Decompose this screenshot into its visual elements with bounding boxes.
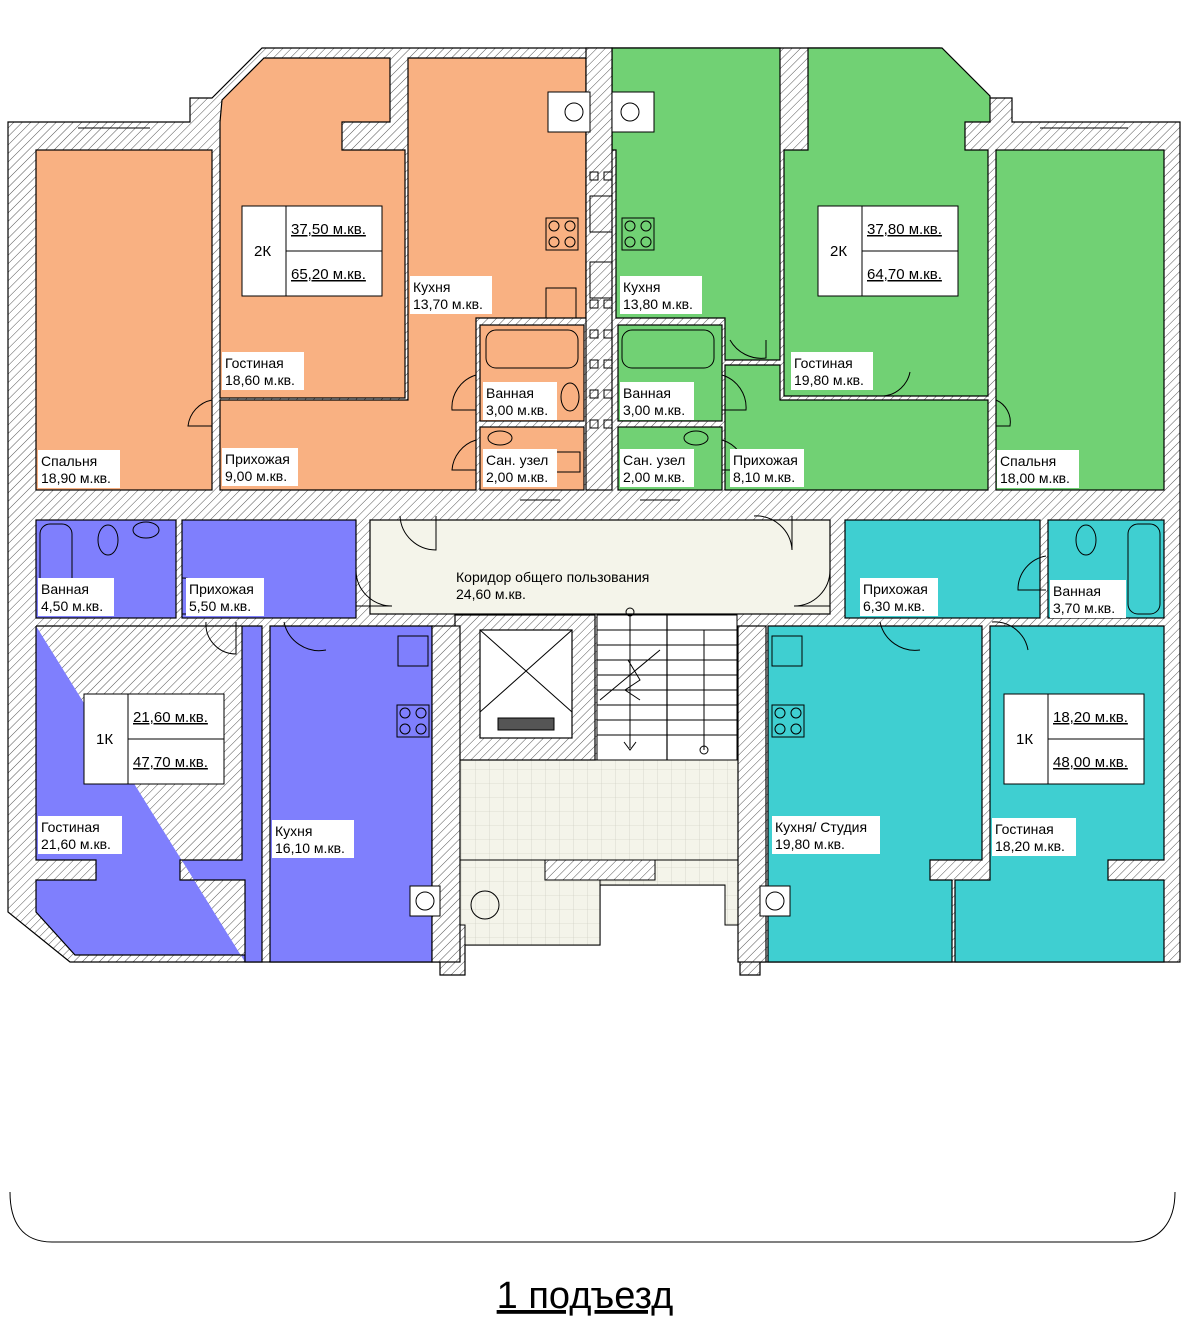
room-name: Ванная [41, 581, 89, 597]
room-name: Сан. узел [623, 452, 685, 468]
apt-total-area: 65,20 м.кв. [291, 266, 366, 283]
room-name: Ванная [623, 385, 671, 401]
room-name: Гостиная [41, 819, 100, 835]
room-label: Кухня 13,80 м.кв. [620, 276, 702, 314]
room-area: 2,00 м.кв. [623, 469, 685, 485]
room-living-blue[interactable] [35, 625, 263, 963]
room-label: Кухня 16,10 м.кв. [272, 820, 354, 858]
apt-box-green: 2К 37,80 м.кв. 64,70 м.кв. [817, 205, 959, 297]
room-name: Прихожая [189, 581, 254, 597]
room-area: 21,60 м.кв. [41, 836, 111, 852]
room-kitchen-cyan[interactable] [767, 625, 983, 963]
room-label: Гостиная 19,80 м.кв. [791, 352, 873, 390]
apt-box-cyan: 1К 18,20 м.кв. 48,00 м.кв. [1003, 693, 1145, 785]
room-area: 8,10 м.кв. [733, 469, 795, 485]
stair-steps [597, 629, 737, 736]
elevator-hall[interactable] [459, 759, 739, 861]
room-name: Сан. узел [486, 452, 548, 468]
apt-type: 2К [830, 243, 847, 260]
room-label: Спальня 18,00 м.кв. [997, 450, 1079, 488]
room-area: 18,60 м.кв. [225, 372, 295, 388]
room-labels: Спальня 18,90 м.кв. Гостиная 18,60 м.кв.… [38, 276, 1126, 858]
room-label: Прихожая 9,00 м.кв. [222, 448, 298, 486]
room-area: 13,70 м.кв. [413, 296, 483, 312]
room-label: Ванная 3,70 м.кв. [1050, 580, 1126, 618]
room-name: Кухня/ Студия [775, 819, 867, 835]
elevator-shaft [454, 614, 596, 761]
apt-living-area: 37,50 м.кв. [291, 221, 366, 238]
room-name: Кухня [413, 279, 450, 295]
entrance-label: 1 подъезд [497, 1275, 674, 1317]
room-label: Прихожая 6,30 м.кв. [860, 578, 938, 616]
apt-total-area: 48,00 м.кв. [1053, 754, 1128, 771]
apt-type: 1К [96, 731, 113, 748]
room-area: 3,00 м.кв. [486, 402, 548, 418]
room-name: Ванная [486, 385, 534, 401]
room-area: 16,10 м.кв. [275, 840, 345, 856]
room-label: Коридор общего пользования 24,60 м.кв. [456, 569, 649, 602]
room-area: 9,00 м.кв. [225, 468, 287, 484]
apt-living-area: 18,20 м.кв. [1053, 709, 1128, 726]
room-name: Спальня [1000, 453, 1056, 469]
room-label: Гостиная 21,60 м.кв. [38, 816, 122, 854]
room-area: 18,00 м.кв. [1000, 470, 1070, 486]
apartment-2k-green [611, 47, 1165, 491]
apt-total-area: 47,70 м.кв. [133, 754, 208, 771]
room-name: Гостиная [995, 821, 1054, 837]
room-area: 5,50 м.кв. [189, 598, 251, 614]
apt-type: 1К [1016, 731, 1033, 748]
room-area: 18,20 м.кв. [995, 838, 1065, 854]
room-bedroom-orange[interactable] [35, 149, 213, 491]
room-name: Спальня [41, 453, 97, 469]
room-area: 4,50 м.кв. [41, 598, 103, 614]
room-name: Ванная [1053, 583, 1101, 599]
room-area: 18,90 м.кв. [41, 470, 111, 486]
room-area: 6,30 м.кв. [863, 598, 925, 614]
apt-total-area: 64,70 м.кв. [867, 266, 942, 283]
room-area: 2,00 м.кв. [486, 469, 548, 485]
room-name: Прихожая [863, 581, 928, 597]
room-label: Кухня/ Студия 19,80 м.кв. [772, 816, 880, 854]
room-label: Прихожая 5,50 м.кв. [186, 578, 264, 616]
room-label: Ванная 3,00 м.кв. [620, 382, 694, 420]
room-area: 24,60 м.кв. [456, 586, 526, 602]
room-name: Гостиная [225, 355, 284, 371]
room-area: 13,80 м.кв. [623, 296, 693, 312]
apt-living-area: 21,60 м.кв. [133, 709, 208, 726]
staircase[interactable] [596, 607, 738, 761]
room-label: Спальня 18,90 м.кв. [38, 450, 120, 488]
room-name: Прихожая [225, 451, 290, 467]
apt-box-orange: 2К 37,50 м.кв. 65,20 м.кв. [241, 205, 383, 297]
room-name: Кухня [623, 279, 660, 295]
room-area: 19,80 м.кв. [775, 836, 845, 852]
apt-box-blue: 1К 21,60 м.кв. 47,70 м.кв. [83, 693, 225, 785]
room-kitchen-blue[interactable] [269, 625, 433, 963]
room-area: 19,80 м.кв. [794, 372, 864, 388]
room-area: 3,70 м.кв. [1053, 600, 1115, 616]
room-label: Гостиная 18,20 м.кв. [992, 818, 1076, 856]
room-label: Гостиная 18,60 м.кв. [222, 352, 304, 390]
entrance-brace [9, 1191, 1176, 1243]
room-label: Прихожая 8,10 м.кв. [730, 449, 804, 487]
room-name: Прихожая [733, 452, 798, 468]
room-label: Кухня 13,70 м.кв. [410, 276, 492, 314]
room-name: Кухня [275, 823, 312, 839]
room-label: Ванная 3,00 м.кв. [483, 382, 557, 420]
room-name: Гостиная [794, 355, 853, 371]
room-label: Сан. узел 2,00 м.кв. [620, 449, 694, 487]
room-label: Сан. узел 2,00 м.кв. [483, 449, 557, 487]
common-corridor[interactable] [369, 519, 831, 615]
apt-living-area: 37,80 м.кв. [867, 221, 942, 238]
fixtures [39, 91, 1161, 920]
room-name: Коридор общего пользования [456, 569, 649, 585]
room-area: 3,00 м.кв. [623, 402, 685, 418]
room-label: Ванная 4,50 м.кв. [38, 578, 114, 616]
room-bedroom-green[interactable] [995, 149, 1165, 491]
apt-type: 2К [254, 243, 271, 260]
